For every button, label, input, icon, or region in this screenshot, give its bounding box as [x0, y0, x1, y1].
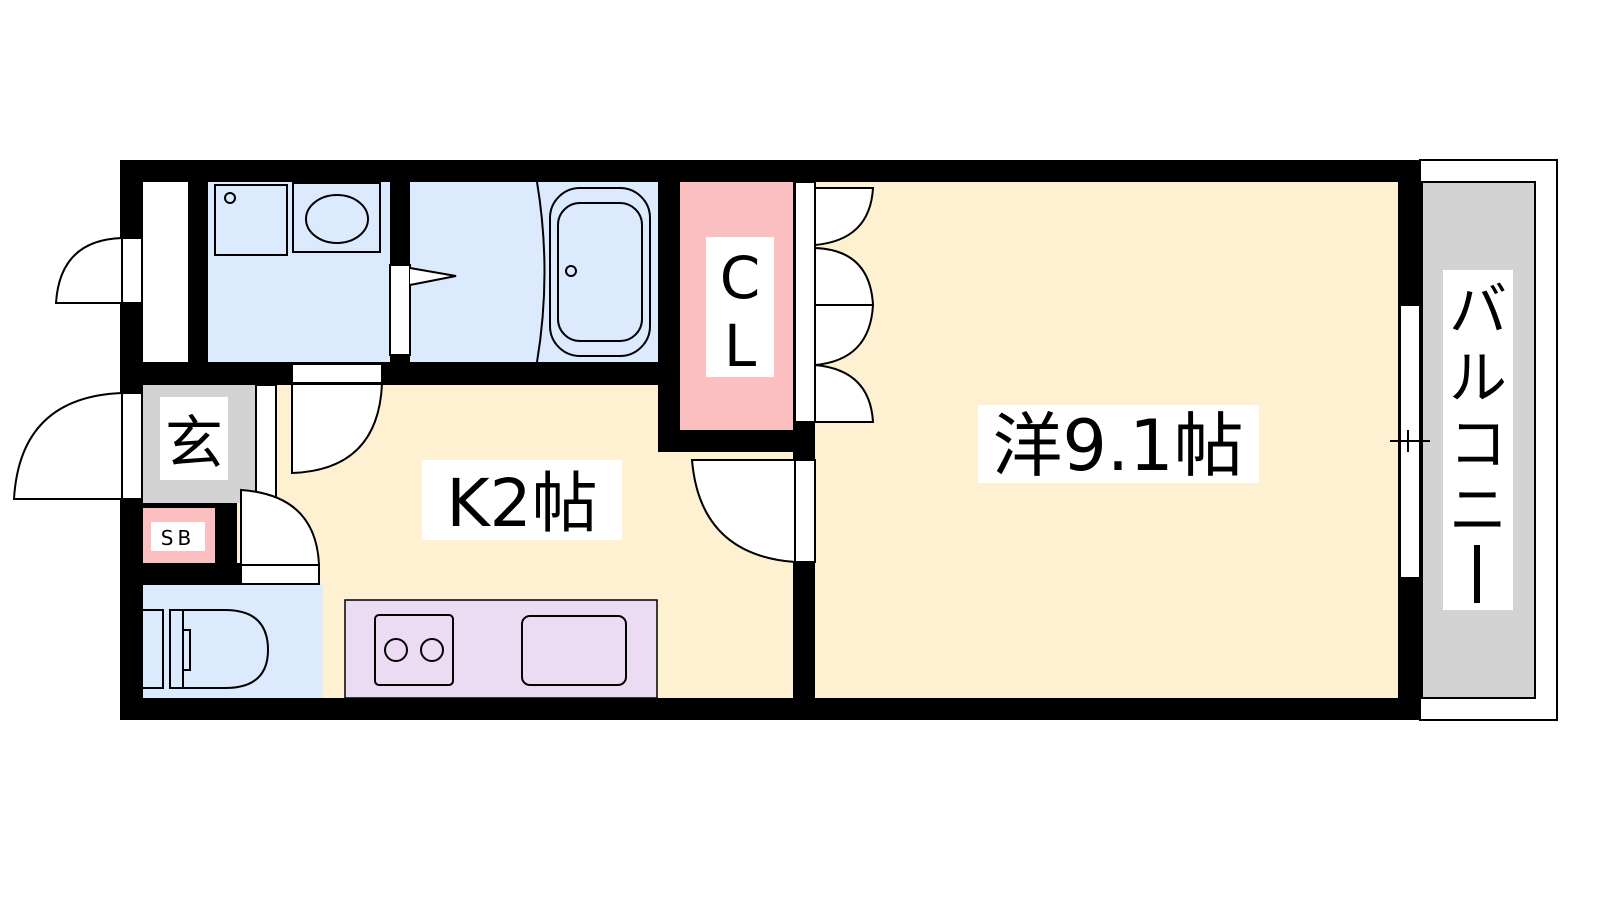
burner-icon	[384, 638, 408, 662]
closet-door-swing	[814, 187, 875, 247]
closet-door-swing	[814, 363, 875, 423]
label-closet: C L	[706, 237, 774, 380]
svg-text:バ: バ	[1449, 276, 1507, 344]
long-vowel-mark	[1474, 545, 1480, 603]
bathroom-door[interactable]	[389, 264, 411, 356]
storage-strip	[143, 182, 188, 362]
washing-machine-space	[214, 184, 288, 256]
svg-text:ル: ル	[1449, 344, 1507, 412]
washbasin	[292, 182, 381, 253]
kitchen-sink	[521, 615, 627, 686]
room-door-swing	[690, 459, 796, 564]
washroom-door[interactable]	[291, 363, 383, 384]
entrance-door[interactable]	[121, 392, 143, 500]
svg-text:C: C	[720, 244, 761, 312]
sink-icon	[305, 194, 369, 244]
tub-drain-icon	[565, 265, 577, 277]
folding-door-icon	[409, 267, 457, 286]
bathtub	[549, 187, 651, 357]
svg-text:K2帖: K2帖	[446, 465, 597, 542]
closet-doors[interactable]	[794, 181, 816, 423]
drain-icon	[224, 192, 236, 204]
svg-text:ニ: ニ	[1449, 476, 1507, 544]
svg-text:洋9.1帖: 洋9.1帖	[992, 405, 1243, 487]
label-balcony: バ ル コ ニ	[1443, 270, 1513, 610]
toilet-icon	[143, 609, 270, 689]
closet-door-swing	[814, 304, 875, 367]
door-frame	[255, 384, 277, 504]
label-western-room: 洋9.1帖	[978, 405, 1259, 487]
svg-text:コ: コ	[1449, 410, 1507, 478]
room-door[interactable]	[794, 459, 816, 563]
svg-text:SB: SB	[161, 526, 195, 550]
window-marker	[1390, 430, 1430, 452]
bathroom	[410, 182, 658, 362]
washroom-door-swing	[291, 383, 384, 475]
entrance-door-swing	[12, 391, 123, 500]
svg-text:L: L	[724, 312, 756, 380]
door-swing	[54, 236, 123, 304]
balcony	[1419, 159, 1558, 721]
svg-text:玄: 玄	[165, 409, 223, 477]
label-kitchen: K2帖	[422, 460, 622, 542]
bathtub-inner	[557, 202, 643, 342]
label-shoe-box: SB	[151, 522, 205, 551]
bath-curtain	[536, 181, 546, 363]
burner-icon	[420, 638, 444, 662]
toilet-door-swing	[240, 488, 321, 566]
washroom	[208, 182, 390, 362]
toilet-room	[143, 585, 323, 698]
window-left	[121, 237, 143, 304]
label-entrance: 玄	[160, 397, 228, 480]
toilet-door[interactable]	[240, 564, 320, 585]
stove	[374, 614, 454, 686]
